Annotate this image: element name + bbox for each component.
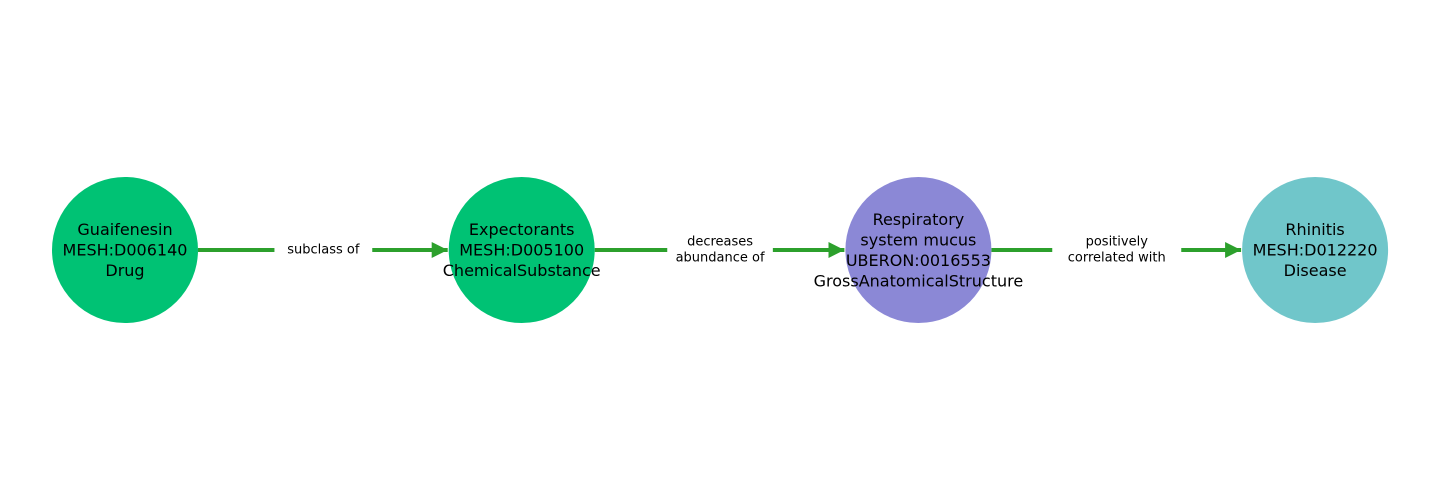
edge-label-background — [274, 240, 373, 260]
node-label-text: Expectorants — [469, 220, 575, 239]
node-circle[interactable] — [52, 177, 198, 323]
node-label-text: Disease — [1284, 261, 1347, 280]
node-label-text: system mucus — [860, 230, 976, 249]
node-label-text: MESH:D012220 — [1253, 241, 1378, 260]
node-label-text: MESH:D005100 — [459, 241, 584, 260]
node-circle[interactable] — [845, 177, 992, 323]
node-label-text: ChemicalSubstance — [443, 261, 601, 280]
node-label-text: UBERON:0016553 — [846, 251, 991, 270]
node-label-text: Respiratory — [873, 210, 965, 229]
node-label-text: GrossAnatomicalStructure — [814, 271, 1024, 290]
edge-label-background — [1052, 232, 1182, 268]
edge-label-text: subclass of — [287, 243, 360, 258]
node-label-text: MESH:D006140 — [63, 241, 188, 260]
edge-label: subclass of — [274, 240, 373, 260]
node-label-text: Drug — [105, 261, 144, 280]
edge-label-background — [667, 232, 773, 268]
edge-label-text: abundance of — [676, 251, 765, 266]
graph-node[interactable]: ExpectorantsMESH:D005100ChemicalSubstanc… — [443, 177, 601, 323]
edge-label-text: correlated with — [1068, 251, 1166, 266]
edge-label-text: decreases — [687, 235, 753, 250]
node-label-text: Rhinitis — [1285, 220, 1344, 239]
node-circle[interactable] — [448, 177, 595, 323]
node-circle[interactable] — [1242, 177, 1389, 323]
edge-label-text: positively — [1086, 235, 1149, 250]
node-label-text: Guaifenesin — [77, 220, 172, 239]
